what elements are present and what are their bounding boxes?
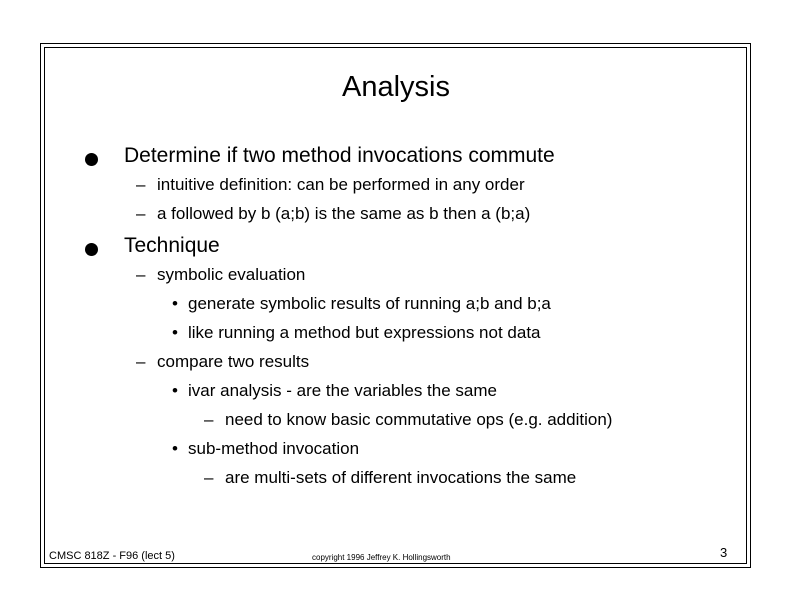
item-2-2-2-text: sub-method invocation — [188, 439, 360, 458]
page-number: 3 — [720, 545, 728, 560]
footer-course: CMSC 818Z - F96 (lect 5) — [49, 550, 175, 562]
slide-frame — [40, 43, 751, 568]
sub-1-2-text: a followed by b (a;b) is the same as b t… — [157, 204, 531, 223]
dash-marker: – — [204, 410, 214, 429]
sub-2-2-text: compare two results — [157, 352, 310, 371]
item-2-2-2-sub-text: are multi-sets of different invocations … — [225, 468, 577, 487]
bullet-2-text: Technique — [124, 234, 220, 257]
bullet-dot — [85, 243, 98, 256]
dash-marker: – — [136, 204, 146, 223]
sub-1-1-text: intuitive definition: can be performed i… — [157, 175, 525, 194]
footer-copyright: copyright 1996 Jeffrey K. Hollingsworth — [312, 553, 451, 562]
dash-marker: – — [136, 175, 146, 194]
sub-2-1-text: symbolic evaluation — [157, 265, 306, 284]
dot-marker: • — [172, 381, 178, 400]
slide-frame-inner — [44, 47, 747, 564]
dot-marker: • — [172, 439, 178, 458]
dash-marker: – — [204, 468, 214, 487]
dash-marker: – — [136, 265, 146, 284]
dot-marker: • — [172, 294, 178, 313]
item-2-1-1-text: generate symbolic results of running a;b… — [188, 294, 551, 313]
bullet-dot — [85, 153, 98, 166]
dot-marker: • — [172, 323, 178, 342]
slide-title: Analysis — [342, 71, 450, 103]
item-2-2-1-sub-text: need to know basic commutative ops (e.g.… — [225, 410, 613, 429]
item-2-2-1-text: ivar analysis - are the variables the sa… — [188, 381, 497, 400]
item-2-1-2-text: like running a method but expressions no… — [188, 323, 541, 342]
bullet-1-text: Determine if two method invocations comm… — [124, 144, 555, 167]
dash-marker: – — [136, 352, 146, 371]
